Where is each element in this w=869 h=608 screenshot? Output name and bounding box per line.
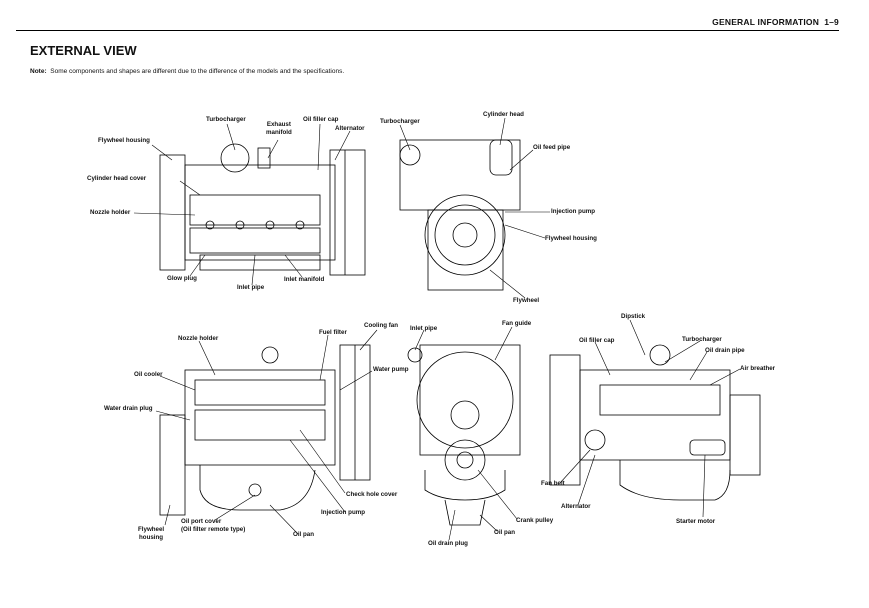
label-crank-pulley-bc: Crank pulley [516,517,554,524]
label-starter-motor-br: Starter motor [676,518,716,525]
label-fan-belt-br: Fan belt [541,480,565,487]
label-oil-drain-pipe-br: Oil drain pipe [705,347,745,354]
label-inlet-pipe-tl: Inlet pipe [237,284,265,291]
label-oil-drain-plug-bc: Oil drain plug [428,540,468,547]
label-exhaust-manifold-line2: manifold [266,128,292,136]
label-oil-cooler-bl: Oil cooler [134,371,163,378]
label-cylinder-head-tr: Cylinder head [483,111,524,118]
header-rule [16,30,839,31]
note-text: Some components and shapes are different… [50,68,345,75]
label-flywheel-tr: Flywheel [513,297,540,304]
label-water-pump-bl: Water pump [373,366,409,373]
engine-front-view-bottom-center [407,344,521,526]
label-inlet-manifold-tl: Inlet manifold [284,276,325,283]
label-oil-port-cover-line1: Oil port cover [181,518,222,525]
label-oil-pan-bc: Oil pan [494,529,515,536]
label-oil-feed-pipe-tr: Oil feed pipe [533,144,571,151]
label-oil-filler-cap-br: Oil filler cap [579,337,615,344]
label-dipstick-br: Dipstick [621,313,646,320]
label-glow-plug-tl: Glow plug [167,275,197,282]
page-title: EXTERNAL VIEW [30,43,137,58]
label-nozzle-holder-bl: Nozzle holder [178,335,219,342]
engine-side-view-bottom-right [549,344,761,501]
engine-side-view-bottom-left [159,344,371,516]
label-fuel-filter-bl: Fuel filter [319,329,347,336]
label-inlet-pipe-bc: Inlet pipe [410,325,438,332]
label-fan-guide-bc: Fan guide [502,320,532,327]
note-label: Note [30,68,45,75]
label-flywheel-housing-line2: housing [139,533,164,541]
label-turbocharger-br: Turbocharger [682,336,722,343]
label-check-hole-cover-bl: Check hole cover [346,491,398,498]
label-air-breather-br: Air breather [740,365,776,372]
label-exhaust-manifold-line1: Exhaust [266,121,291,128]
label-flywheel-housing-bl: Flywheel housing [138,526,164,541]
note: Note: Some components and shapes are dif… [30,68,345,75]
label-water-drain-plug-bl: Water drain plug [104,405,153,412]
label-turbocharger-tr: Turbocharger [380,118,420,125]
label-oil-pan-bl: Oil pan [293,531,314,538]
label-injection-pump-tr: Injection pump [551,208,595,215]
label-alternator-br: Alternator [561,503,591,510]
label-turbocharger-tl: Turbocharger [206,116,246,123]
header-page-number: 1–9 [824,17,839,27]
label-flywheel-housing-line1: Flywheel [138,526,165,533]
label-exhaust-manifold-tl: Exhaust manifold [266,121,292,136]
header-section: GENERAL INFORMATION [712,17,820,27]
label-alternator-tl: Alternator [335,125,365,132]
label-flywheel-housing-tr: Flywheel housing [545,235,597,242]
label-oil-filler-cap-tl: Oil filler cap [303,116,339,123]
label-flywheel-housing-tl: Flywheel housing [98,137,150,144]
label-cooling-fan-bl: Cooling fan [364,322,399,329]
label-cylinder-head-cover-tl: Cylinder head cover [87,175,147,182]
label-oil-port-cover-line2: (Oil filter remote type) [181,525,246,533]
label-oil-port-cover-bl: Oil port cover (Oil filter remote type) [181,518,245,533]
label-nozzle-holder-tl: Nozzle holder [90,209,131,216]
engine-side-view-top-left [159,143,366,276]
engine-rear-view-top-right [399,139,521,291]
page-header: GENERAL INFORMATION 1–9 [712,17,839,27]
label-injection-pump-bl: Injection pump [321,509,365,516]
